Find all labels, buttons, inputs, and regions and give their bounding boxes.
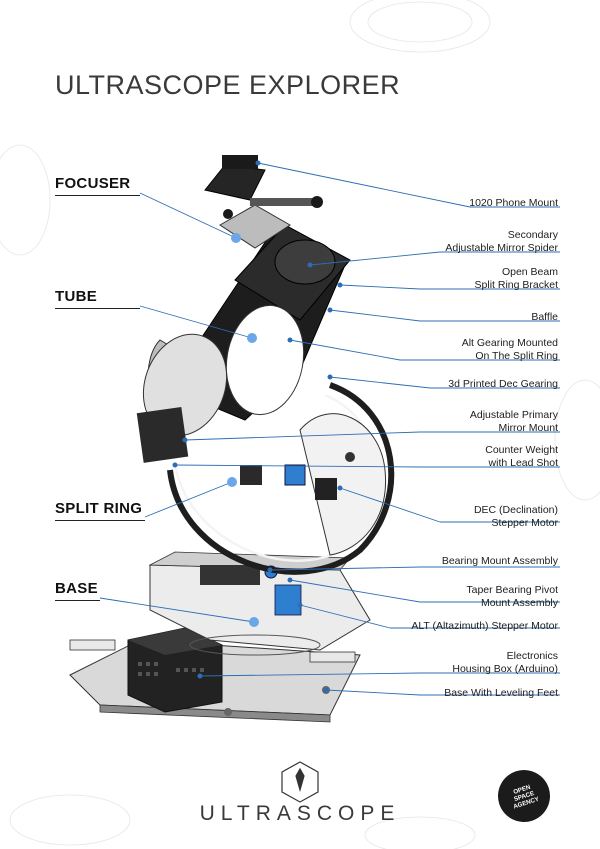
section-label-focuser: FOCUSER	[55, 175, 140, 196]
callout-counter-weight: Counter Weight with Lead Shot	[338, 444, 558, 469]
section-dots	[227, 233, 259, 627]
callout-line-1: Taper Bearing Pivot	[466, 584, 558, 596]
callout-line-2: Mirror Mount	[498, 421, 558, 434]
ultrascope-logo-icon	[281, 761, 319, 803]
callout-line-2: with Lead Shot	[488, 456, 558, 469]
section-label-split-ring: SPLIT RING	[55, 500, 145, 521]
leader-lines	[99, 162, 560, 696]
callout-alt-gearing: Alt Gearing Mounted On The Split Ring	[338, 337, 558, 362]
callout-base-leveling-feet: Base With Leveling Feet	[338, 687, 558, 700]
callout-primary-mirror-mount: Adjustable Primary Mirror Mount	[338, 409, 558, 434]
callout-line-1: DEC (Declination)	[473, 504, 558, 516]
callout-line-1: Electronics	[506, 650, 558, 662]
callout-alt-stepper-motor: ALT (Altazimuth) Stepper Motor	[338, 620, 558, 633]
callout-line-1: Base With Leveling Feet	[444, 687, 558, 699]
callout-baffle: Baffle	[338, 311, 558, 324]
callout-line-1: Counter Weight	[485, 444, 558, 456]
split-ring	[167, 382, 395, 575]
callout-mirror-spider: Secondary Adjustable Mirror Spider	[338, 229, 558, 254]
callout-line-1: Open Beam	[501, 266, 558, 278]
callout-line-1: 3d Printed Dec Gearing	[448, 378, 558, 390]
agency-name: OPEN SPACE AGENCY	[512, 783, 540, 811]
callout-line-1: Adjustable Primary	[469, 409, 558, 421]
section-label-tube: TUBE	[55, 288, 140, 309]
callout-dec-stepper-motor: DEC (Declination) Stepper Motor	[338, 504, 558, 529]
callout-line-1: Alt Gearing Mounted	[461, 337, 558, 349]
electronics-box	[127, 627, 223, 713]
page-title: ULTRASCOPE EXPLORER	[55, 70, 401, 100]
callout-electronics-box: Electronics Housing Box (Arduino)	[338, 650, 558, 675]
callout-taper-bearing: Taper Bearing Pivot Mount Assembly	[338, 584, 558, 609]
callout-line-2: Housing Box (Arduino)	[452, 662, 558, 675]
brand-wordmark: ULTRASCOPE	[199, 802, 401, 825]
callout-line-1: Secondary	[507, 229, 558, 241]
callout-dec-gearing: 3d Printed Dec Gearing	[338, 378, 558, 391]
anchor-dots	[172, 160, 343, 693]
section-label-base: BASE	[55, 580, 100, 601]
callout-line-1: ALT (Altazimuth) Stepper Motor	[411, 620, 558, 632]
callout-line-1: Bearing Mount Assembly	[441, 555, 558, 567]
callout-line-2: Stepper Motor	[491, 516, 558, 529]
callout-split-ring-bracket: Open Beam Split Ring Bracket	[338, 266, 558, 291]
tube-assembly	[136, 224, 351, 463]
callout-phone-mount: 1020 Phone Mount	[338, 197, 558, 210]
callout-line-2: Adjustable Mirror Spider	[445, 241, 558, 254]
base-housing	[148, 551, 371, 656]
callout-line-1: Baffle	[531, 311, 558, 323]
callout-line-2: On The Split Ring	[475, 349, 558, 362]
focuser-assembly	[204, 155, 323, 249]
callout-line-2: Mount Assembly	[480, 596, 558, 609]
callout-line-2: Split Ring Bracket	[474, 278, 558, 291]
callout-line-1: 1020 Phone Mount	[469, 197, 558, 209]
callout-bearing-mount: Bearing Mount Assembly	[338, 555, 558, 568]
